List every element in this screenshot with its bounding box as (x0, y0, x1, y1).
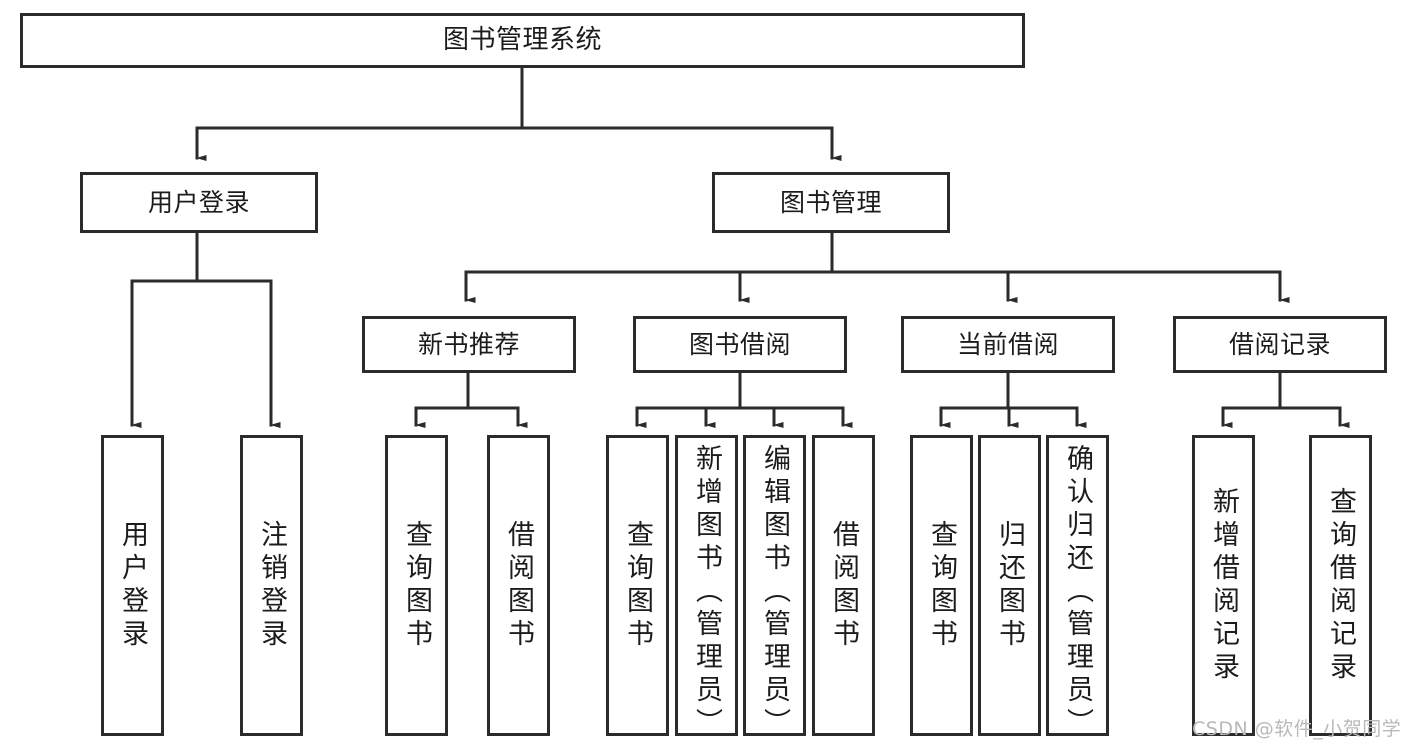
leaf-current-return-book[interactable]: 归还图书 (978, 435, 1041, 736)
node-label: 用户登录 (117, 519, 148, 652)
node-label: 确认归还（管理员） (1062, 443, 1093, 741)
leaf-record-add-record[interactable]: 新增借阅记录 (1192, 435, 1255, 736)
leaf-user-login-login[interactable]: 用户登录 (101, 435, 164, 736)
node-root-system[interactable]: 图书管理系统 (20, 13, 1025, 68)
node-label: 查询借阅记录 (1325, 486, 1356, 685)
node-label: 用户登录 (147, 187, 250, 217)
node-label: 借阅图书 (828, 519, 859, 652)
node-book-borrow[interactable]: 图书借阅 (633, 316, 847, 373)
leaf-borrow-query-book[interactable]: 查询图书 (606, 435, 669, 736)
node-label: 归还图书 (994, 519, 1025, 652)
leaf-borrow-borrow-book[interactable]: 借阅图书 (812, 435, 875, 736)
node-label: 注销登录 (256, 519, 287, 652)
node-book-management[interactable]: 图书管理 (712, 172, 950, 233)
node-new-book-recommend[interactable]: 新书推荐 (362, 316, 576, 373)
node-borrow-record[interactable]: 借阅记录 (1173, 316, 1387, 373)
node-label: 新增借阅记录 (1208, 486, 1239, 685)
node-label: 新书推荐 (417, 329, 520, 359)
node-label: 编辑图书（管理员） (759, 443, 790, 741)
node-label: 借阅记录 (1228, 329, 1331, 359)
leaf-current-query-book[interactable]: 查询图书 (910, 435, 973, 736)
node-label: 当前借阅 (956, 329, 1059, 359)
leaf-borrow-add-book-admin[interactable]: 新增图书（管理员） (675, 435, 738, 741)
leaf-record-query-record[interactable]: 查询借阅记录 (1309, 435, 1372, 736)
node-current-borrow[interactable]: 当前借阅 (901, 316, 1115, 373)
node-label: 图书管理系统 (442, 25, 602, 56)
node-label: 查询图书 (622, 519, 653, 652)
leaf-borrow-edit-book-admin[interactable]: 编辑图书（管理员） (743, 435, 806, 741)
node-label: 查询图书 (401, 519, 432, 652)
node-label: 图书管理 (779, 187, 882, 217)
node-label: 借阅图书 (503, 519, 534, 652)
leaf-user-login-logout[interactable]: 注销登录 (240, 435, 303, 736)
node-label: 查询图书 (926, 519, 957, 652)
leaf-new-book-query[interactable]: 查询图书 (385, 435, 448, 736)
node-label: 图书借阅 (688, 329, 791, 359)
leaf-new-book-borrow[interactable]: 借阅图书 (487, 435, 550, 736)
leaf-current-confirm-return-admin[interactable]: 确认归还（管理员） (1046, 435, 1109, 741)
node-user-login[interactable]: 用户登录 (80, 172, 318, 233)
node-label: 新增图书（管理员） (691, 443, 722, 741)
